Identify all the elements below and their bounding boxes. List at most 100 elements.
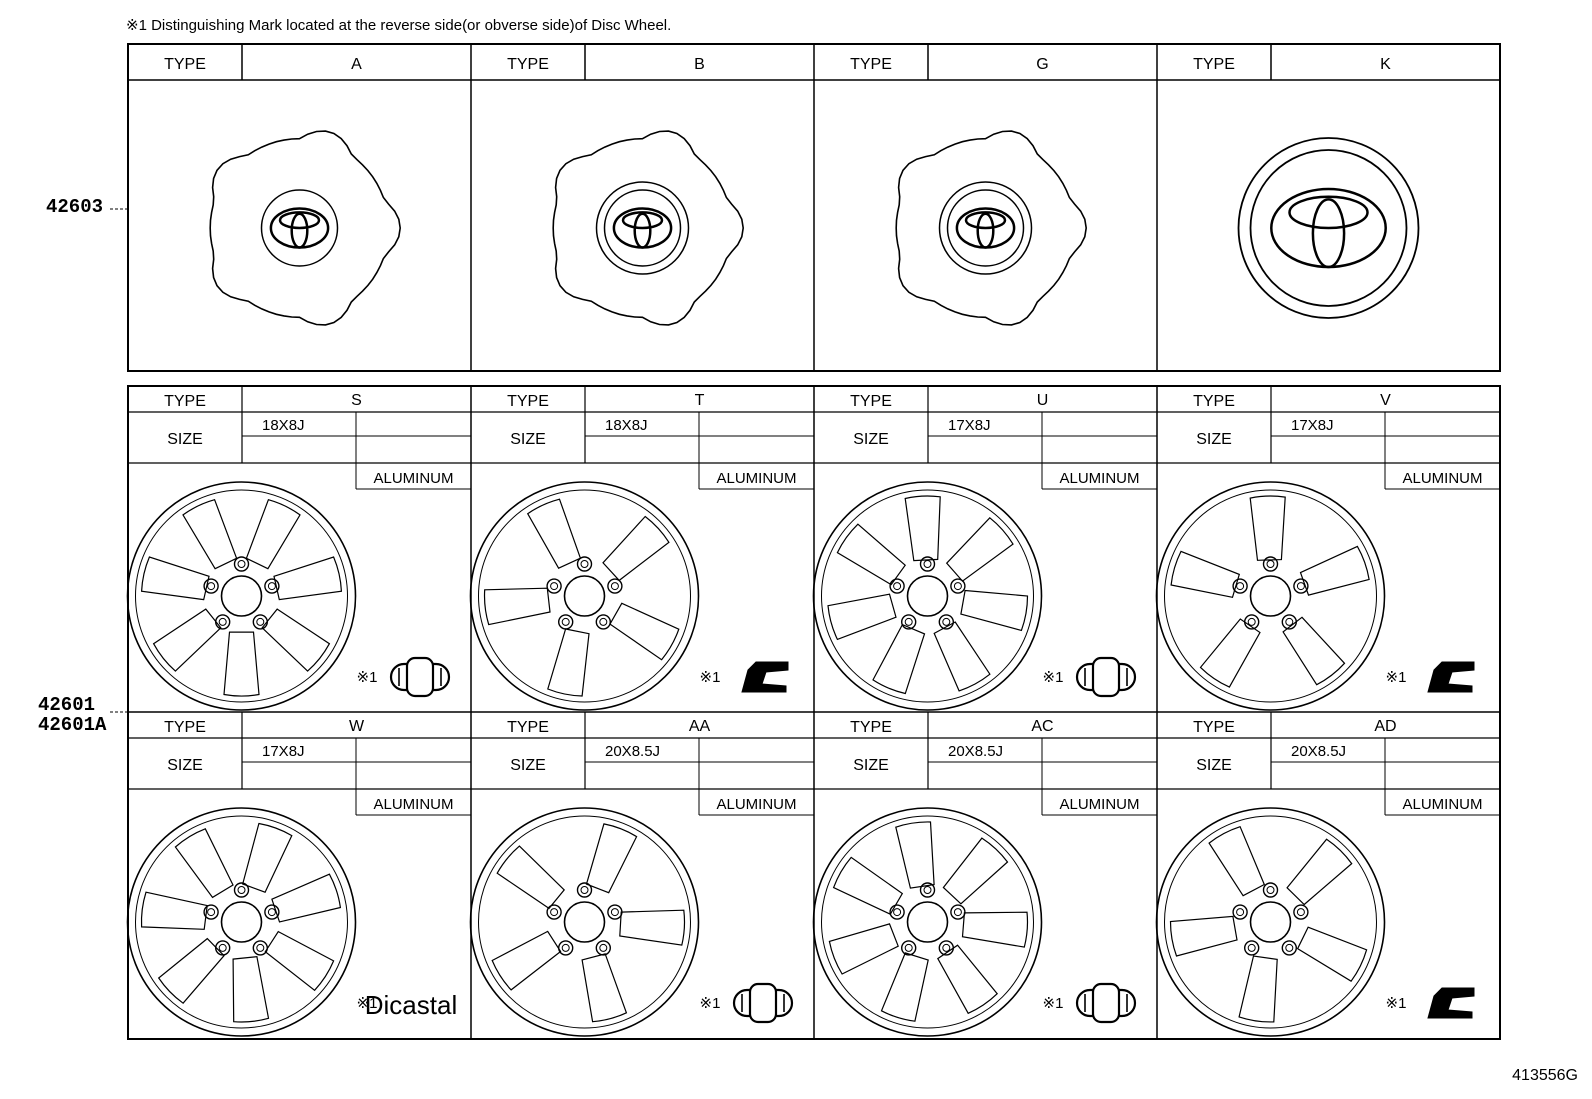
lug-hole-inner <box>942 617 951 626</box>
wheel-window <box>1296 926 1368 982</box>
lug-hole <box>1293 578 1309 594</box>
lug-hole <box>950 578 966 594</box>
cap-outline <box>895 130 1088 326</box>
material-label: ALUMINUM <box>373 796 453 813</box>
wheel-window <box>245 498 301 570</box>
size-label: SIZE <box>510 431 546 448</box>
lug-hole <box>214 940 231 956</box>
cap-outer-ring <box>938 181 1033 275</box>
wheel-window <box>872 623 926 695</box>
lug-hole-inner <box>942 943 951 952</box>
lug-hole <box>576 556 593 572</box>
wheel-window <box>271 873 342 923</box>
lug-hole-inner <box>580 886 589 894</box>
wheel-window <box>828 923 899 975</box>
wheel-type-value: AD <box>1374 718 1396 735</box>
wheel-center-bore <box>1249 575 1292 617</box>
distinguishing-mark-note: ※1 Distinguishing Mark located at the re… <box>126 17 672 34</box>
lug-hole-inner <box>1236 908 1245 917</box>
type-label: TYPE <box>164 393 206 410</box>
material-label: ALUMINUM <box>716 796 796 813</box>
wheel-window <box>241 822 293 893</box>
size-label: SIZE <box>510 757 546 774</box>
wheel-size-value: 18X8J <box>605 417 648 434</box>
lug-hole <box>1243 940 1260 956</box>
wheel-center-bore <box>220 901 263 943</box>
wheel-window <box>182 498 238 570</box>
size-label: SIZE <box>167 431 203 448</box>
lug-hole <box>607 578 623 594</box>
logo-vertical-ellipse <box>290 212 309 249</box>
wheel-type-value: T <box>695 392 705 409</box>
wheel-window <box>1286 838 1353 906</box>
wheel-window <box>1238 955 1278 1023</box>
mark-label: ※1 <box>700 669 721 686</box>
wheel-center-bore <box>1249 901 1292 943</box>
lug-hole-inner <box>599 943 608 952</box>
lug-hole-inner <box>1247 943 1256 952</box>
mark-capsule-inner <box>1091 656 1121 698</box>
wheel-window <box>942 837 1009 905</box>
lug-hole-inner <box>904 943 913 952</box>
lug-hole-inner <box>267 908 276 917</box>
wheel-window <box>960 589 1029 632</box>
lug-hole-inner <box>256 617 265 626</box>
wheel-window <box>937 944 999 1015</box>
lug-hole-inner <box>218 943 227 952</box>
lug-hole-inner <box>953 582 962 591</box>
wheel-rim-outer <box>469 481 700 711</box>
type-label: TYPE <box>164 719 206 736</box>
wheel-size-value: 20X8.5J <box>1291 743 1346 760</box>
wheel-window <box>140 891 208 930</box>
wheel-window <box>836 523 907 586</box>
mark-capsule-inner <box>748 982 778 1024</box>
lug-hole <box>919 882 936 898</box>
wheel-rim-outer <box>812 481 1043 711</box>
lug-hole <box>1232 904 1248 920</box>
wheel-window <box>140 556 210 601</box>
wheel-window <box>961 911 1029 948</box>
material-label: ALUMINUM <box>1059 470 1139 487</box>
cap-outline <box>209 130 402 326</box>
wheel-rim-outer <box>126 481 357 711</box>
type-label: TYPE <box>850 393 892 410</box>
cap-type-value: G <box>1036 56 1048 73</box>
wheel-rim-inner <box>478 815 691 1029</box>
material-label: ALUMINUM <box>1402 796 1482 813</box>
lug-hole-inner <box>207 582 216 591</box>
type-label: TYPE <box>850 56 892 73</box>
mark-foot-icon <box>1427 661 1475 693</box>
wheel-size-value: 17X8J <box>948 417 991 434</box>
lug-hole-inner <box>580 560 589 568</box>
lug-hole-inner <box>1285 943 1294 952</box>
lug-hole <box>203 904 219 920</box>
wheel-window <box>526 498 582 569</box>
size-label: SIZE <box>853 757 889 774</box>
wheel-window <box>157 937 225 1005</box>
wheel-size-value: 20X8.5J <box>948 743 1003 760</box>
part-number-wheel: 42601 <box>38 694 96 716</box>
lug-hole-inner <box>207 908 216 917</box>
wheel-rim-outer <box>469 807 700 1037</box>
cap-type-value: A <box>351 56 362 73</box>
mark-label: ※1 <box>357 669 378 686</box>
type-label: TYPE <box>507 393 549 410</box>
lug-hole-inner <box>1236 582 1245 591</box>
lug-hole-inner <box>1296 908 1305 917</box>
wheel-window <box>619 909 686 946</box>
wheel-center-bore <box>563 575 606 617</box>
wheel-window <box>1299 545 1370 596</box>
lug-hole <box>546 578 562 594</box>
lug-hole-inner <box>953 908 962 917</box>
diagram-code: 413556G <box>1512 1067 1578 1084</box>
lug-hole <box>889 578 905 594</box>
wheel-rim-inner <box>821 489 1034 703</box>
wheel-window <box>895 821 935 889</box>
